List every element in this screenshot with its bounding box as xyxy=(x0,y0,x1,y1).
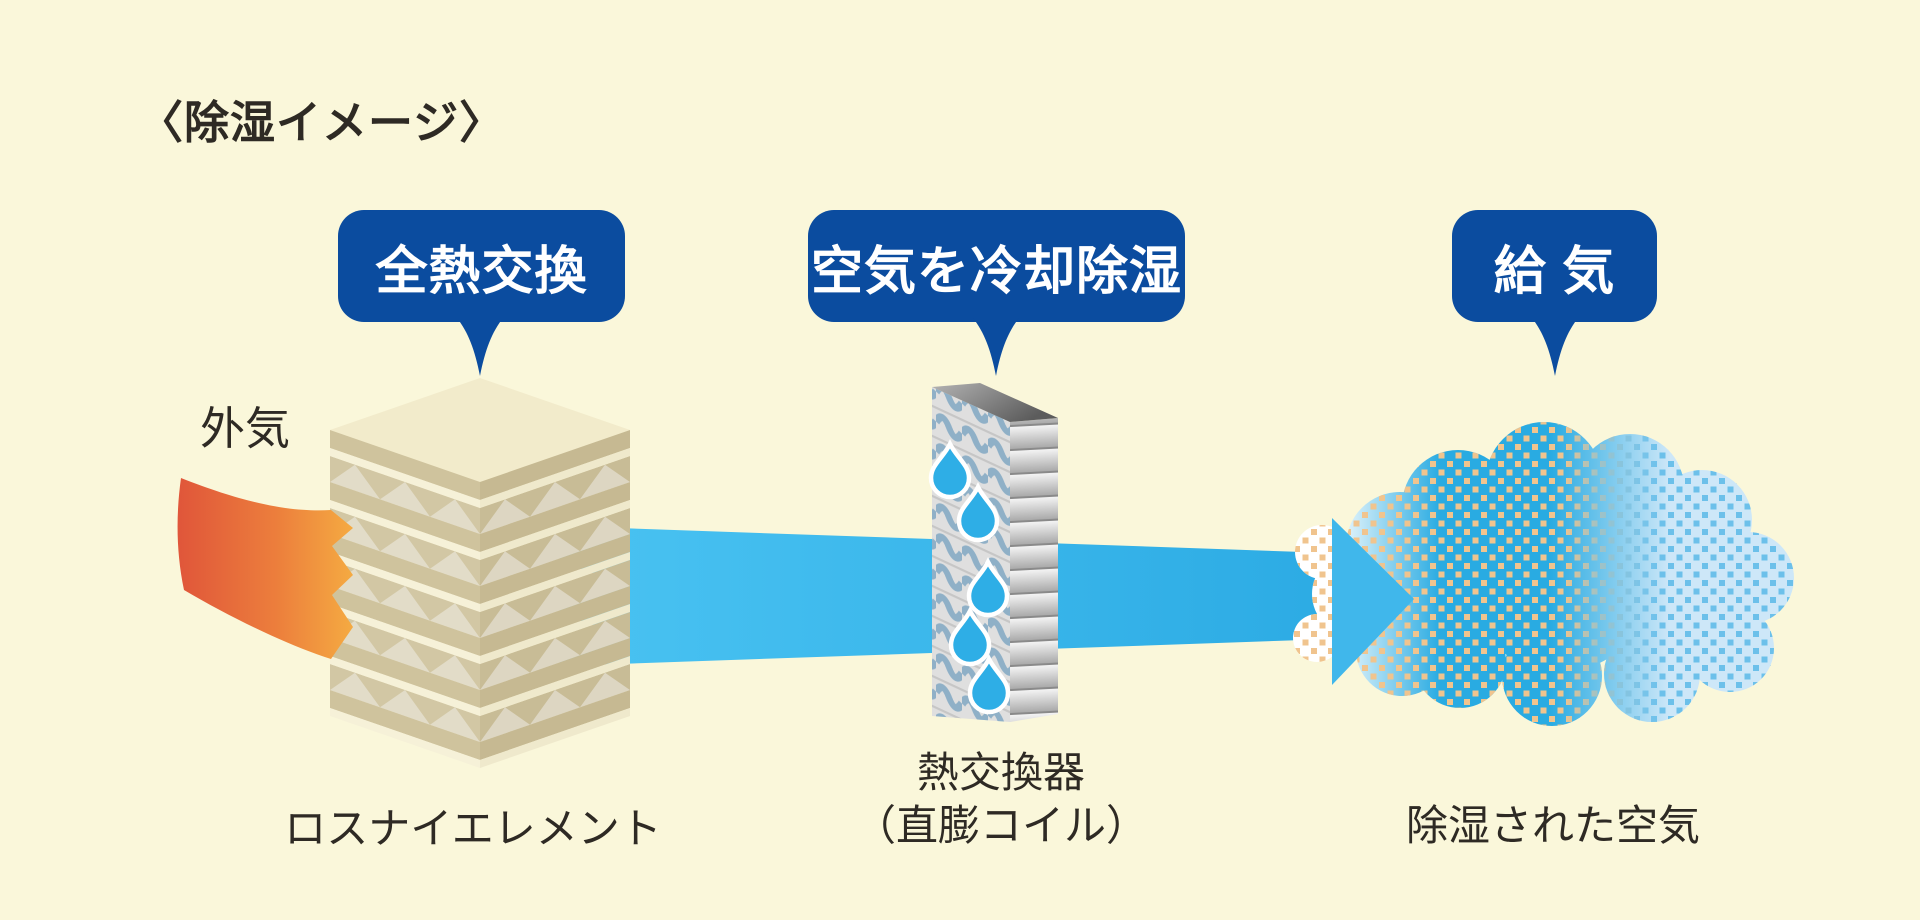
callout-cooling-dehumidify: 空気を冷却除湿 xyxy=(808,210,1185,322)
callout-pointer xyxy=(1532,318,1578,376)
caption-heat-exchanger-line2: （直膨コイル） xyxy=(853,802,1149,849)
heat-exchanger-graphic xyxy=(931,383,1058,722)
callout-total-heat-exchange: 全熱交換 xyxy=(338,210,625,322)
caption-lossnay-element: ロスナイエレメント xyxy=(284,805,662,852)
supply-air-arrowhead xyxy=(1332,518,1414,685)
caption-heat-exchanger: 熱交換器 （直膨コイル） xyxy=(854,746,1148,852)
callout-pointer xyxy=(457,318,503,376)
lossnay-element-graphic xyxy=(330,378,630,768)
caption-dehumidified-air: 除湿された空気 xyxy=(1405,802,1701,849)
callout-supply-air: 給 気 xyxy=(1452,210,1657,322)
label-outside-air: 外気 xyxy=(200,403,291,454)
outside-air-flow xyxy=(177,478,353,659)
caption-heat-exchanger-line1: 熱交換器 xyxy=(916,749,1086,796)
page-title: 〈除湿イメージ〉 xyxy=(138,97,506,148)
callout-pointer xyxy=(973,318,1019,376)
